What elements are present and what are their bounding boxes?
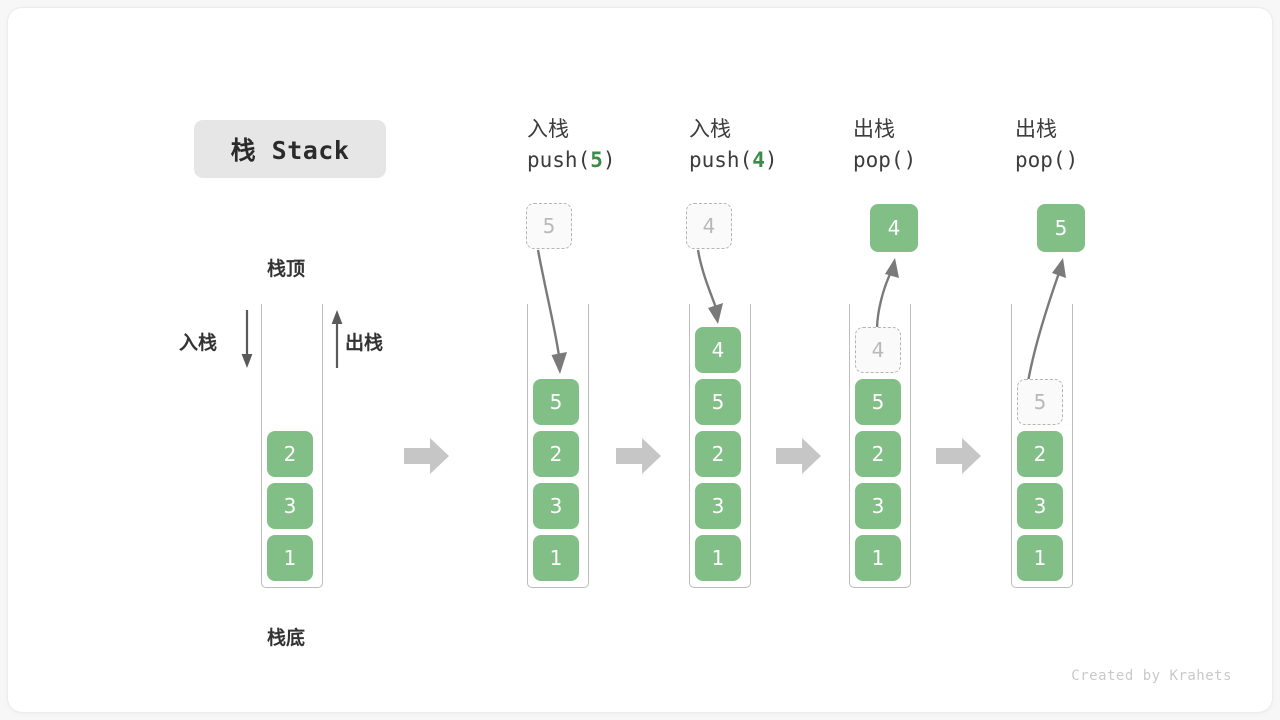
header-code-label: push(5) — [527, 144, 687, 176]
header-code-arg: 4 — [752, 148, 765, 172]
stack-cell: 5 — [695, 379, 741, 425]
stack-cell: 2 — [855, 431, 901, 477]
credit-label: Created by Krahets — [1071, 668, 1232, 684]
stack-cell: 4 — [695, 327, 741, 373]
header-code-arg: 5 — [590, 148, 603, 172]
header-cn-label: 入栈 — [527, 117, 569, 141]
transition-arrow-icon — [616, 438, 661, 474]
stack-cell: 3 — [267, 483, 313, 529]
stack-cell: 5 — [533, 379, 579, 425]
stack-cell: 2 — [695, 431, 741, 477]
header-cn-label: 入栈 — [689, 117, 731, 141]
column-header-pop-1: 出栈 pop() — [853, 114, 1013, 176]
stack-container-initial — [261, 304, 323, 588]
stack-top-label: 栈顶 — [267, 258, 306, 280]
column-header-push-4: 入栈 push(4) — [689, 114, 849, 176]
header-code-prefix: push( — [527, 148, 591, 172]
header-code-prefix: push( — [689, 148, 753, 172]
popped-cell: 4 — [870, 204, 918, 252]
popped-cell: 5 — [1037, 204, 1085, 252]
stack-cell: 2 — [1017, 431, 1063, 477]
push-direction-arrow-icon — [241, 310, 253, 368]
stack-cell: 3 — [533, 483, 579, 529]
header-code-prefix: pop( — [1015, 148, 1066, 172]
stack-cell: 2 — [533, 431, 579, 477]
transition-arrow-icon — [776, 438, 821, 474]
transition-arrow-icon — [404, 438, 449, 474]
diagram-card: 栈 Stack 栈顶 栈底 入栈 出栈 2 3 1 入栈 push(5) 5 — [8, 8, 1272, 712]
stack-container-push-5 — [527, 304, 589, 588]
stack-cell: 2 — [267, 431, 313, 477]
pop-direction-label: 出栈 — [345, 332, 384, 354]
stack-cell: 1 — [695, 535, 741, 581]
pop-direction-arrow-icon — [331, 310, 343, 368]
stack-cell: 3 — [695, 483, 741, 529]
push-direction-label: 入栈 — [179, 332, 218, 354]
stack-container-pop-2 — [1011, 304, 1073, 588]
column-header-push-5: 入栈 push(5) — [527, 114, 687, 176]
column-header-pop-2: 出栈 pop() — [1015, 114, 1175, 176]
stack-cell: 1 — [533, 535, 579, 581]
header-cn-label: 出栈 — [1015, 117, 1057, 141]
header-code-prefix: pop( — [853, 148, 904, 172]
stack-cell: 3 — [855, 483, 901, 529]
stack-container-pop-1 — [849, 304, 911, 588]
stack-cell: 3 — [1017, 483, 1063, 529]
stack-cell: 1 — [267, 535, 313, 581]
header-code-label: push(4) — [689, 144, 849, 176]
header-code-suffix: ) — [602, 148, 616, 172]
stack-container-push-4 — [689, 304, 751, 588]
header-code-label: pop() — [853, 144, 1013, 176]
header-code-label: pop() — [1015, 144, 1175, 176]
incoming-ghost-cell: 5 — [526, 203, 572, 249]
header-code-suffix: ) — [903, 148, 917, 172]
header-code-suffix: ) — [764, 148, 778, 172]
stack-cell: 1 — [855, 535, 901, 581]
header-cn-label: 出栈 — [853, 117, 895, 141]
vacated-ghost-cell: 5 — [1017, 379, 1063, 425]
header-code-suffix: ) — [1065, 148, 1079, 172]
transition-arrow-icon — [936, 438, 981, 474]
stack-bottom-label: 栈底 — [267, 627, 306, 649]
stack-cell: 5 — [855, 379, 901, 425]
title-badge: 栈 Stack — [194, 120, 386, 178]
stack-cell: 1 — [1017, 535, 1063, 581]
vacated-ghost-cell: 4 — [855, 327, 901, 373]
incoming-ghost-cell: 4 — [686, 203, 732, 249]
